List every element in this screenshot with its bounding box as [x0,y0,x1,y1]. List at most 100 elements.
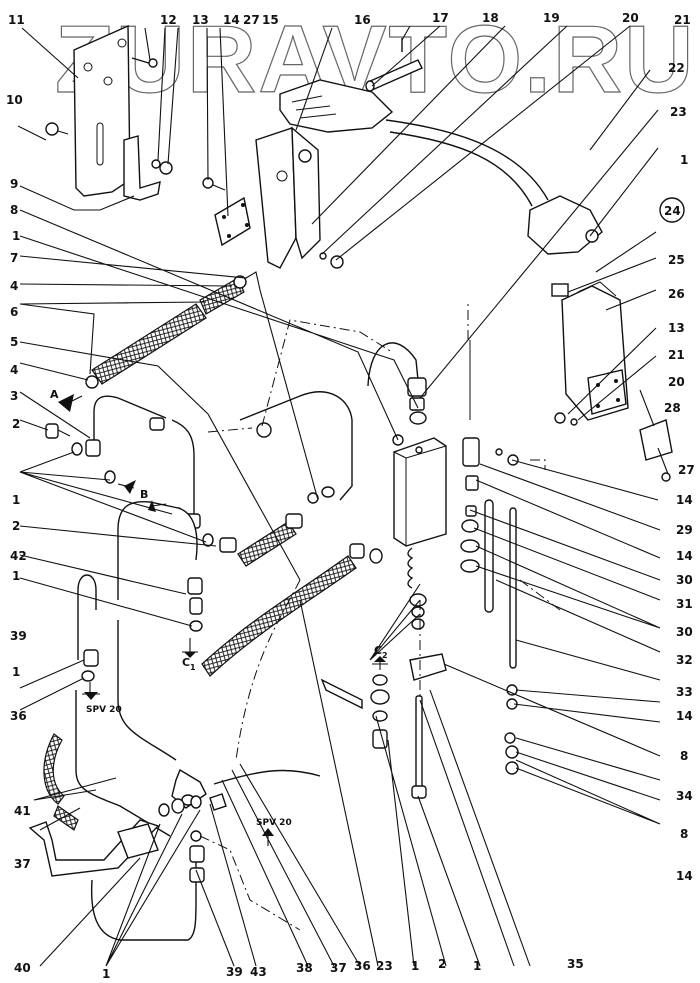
callout-22: 22 [668,61,685,75]
callout-5: 5 [10,335,18,349]
lower-pipes [75,574,321,837]
callout-6: 6 [10,305,18,319]
bolt-2-lower [219,537,237,553]
callout-27-right: 27 [678,463,695,477]
nuts-13-14 [151,159,173,175]
callout-36-bottom: 36 [354,959,371,973]
guide-line [199,300,561,931]
washer-nut-14 [495,448,519,466]
hose-middle [201,513,383,677]
marker-A: A [50,388,83,412]
callout-23: 23 [670,105,687,119]
callout-1-bottom: 1 [102,967,110,981]
nuts-8-14-right [504,732,519,775]
callout-4: 4 [10,279,18,293]
callout-7: 7 [10,251,18,265]
cover-plate-28 [639,419,673,461]
bolt-27-right [661,472,671,482]
callout-41: 41 [14,804,31,818]
callout-9: 9 [10,177,18,191]
callout-10: 10 [6,93,23,107]
callout-1-right: 1 [680,153,688,167]
nut-washer-13-21 [554,412,578,426]
callout-3: 3 [10,389,18,403]
callout-14: 14 [223,13,240,27]
callout-23-bottom: 23 [376,959,393,973]
lever-38 [320,678,363,710]
bracket-37-40 [28,819,197,941]
master-cylinder [393,437,447,589]
callout-2: 2 [12,417,20,431]
spv-left-label: SPV 20 [86,705,122,715]
callout-37-bottom: 37 [330,961,347,975]
callout-13-right: 13 [668,321,685,335]
callout-25: 25 [668,253,685,267]
callout-37: 37 [14,857,31,871]
callout-13: 13 [192,13,209,27]
callout-15: 15 [262,13,279,27]
callout-1-bottom-c: 1 [473,959,481,973]
callout-14-r2: 14 [676,549,693,563]
callout-17: 17 [432,11,449,25]
callout-40: 40 [14,961,31,975]
callout-38: 38 [296,961,313,975]
callout-11: 11 [8,13,25,27]
callout-1: 1 [12,229,20,243]
callout-39-bottom: 39 [226,965,243,979]
marker-spv-right: SPV 20 [256,818,292,846]
marker-C2-label: C [374,644,382,657]
callout-36: 36 [10,709,27,723]
marker-C1-label: C [182,656,190,669]
callout-31: 31 [676,597,693,611]
c2-stack [370,674,390,749]
bracket-plate [73,24,161,201]
callout-26: 26 [668,287,685,301]
callout-14-r4: 14 [676,869,693,883]
spv-right-label: SPV 20 [256,818,292,828]
marker-A-label: A [50,388,59,401]
callout-14-r1: 14 [676,493,693,507]
marker-C1-sub: 1 [190,663,196,672]
callout-14-r3: 14 [676,709,693,723]
pin-18 [365,59,423,92]
banjo-bolt-2 [45,423,71,439]
hose-36-lower [43,733,79,831]
callout-20: 20 [622,11,639,25]
lower-washers [158,793,227,883]
callout-16: 16 [354,13,371,27]
leader-lines [17,25,669,967]
bolt-10 [45,122,69,136]
callout-27: 27 [243,13,260,27]
clevis [409,653,447,799]
marker-B-label: B [140,488,148,501]
callout-1b: 1 [12,493,20,507]
callout-28: 28 [664,401,681,415]
callout-1d: 1 [12,665,20,679]
callout-1c: 1 [12,569,20,583]
callout-24-circle [659,197,685,223]
pedal-arm [255,79,394,269]
pipe-to-cylinder [367,342,427,425]
callout-19: 19 [543,11,560,25]
callout-1-bottom-b: 1 [411,959,419,973]
callout-32: 32 [676,653,693,667]
pipe-42 [117,500,203,632]
callout-2b: 2 [12,519,20,533]
callout-8b-right: 8 [680,827,688,841]
callout-12: 12 [160,13,177,27]
marker-B: B [117,480,167,512]
callout-2-bottom: 2 [438,957,446,971]
callout-4b: 4 [10,363,18,377]
callout-30: 30 [676,573,693,587]
stop-washers-33 [506,684,518,710]
hose-6 [85,275,247,389]
callout-42: 42 [10,549,27,563]
pipe-5 [239,391,353,504]
callout-34: 34 [676,789,693,803]
marker-spv-left: SPV 20 [82,682,122,715]
callout-24: 24 [664,204,681,218]
marker-C1: C 1 [182,638,198,672]
marker-C2: C 2 [372,644,388,670]
